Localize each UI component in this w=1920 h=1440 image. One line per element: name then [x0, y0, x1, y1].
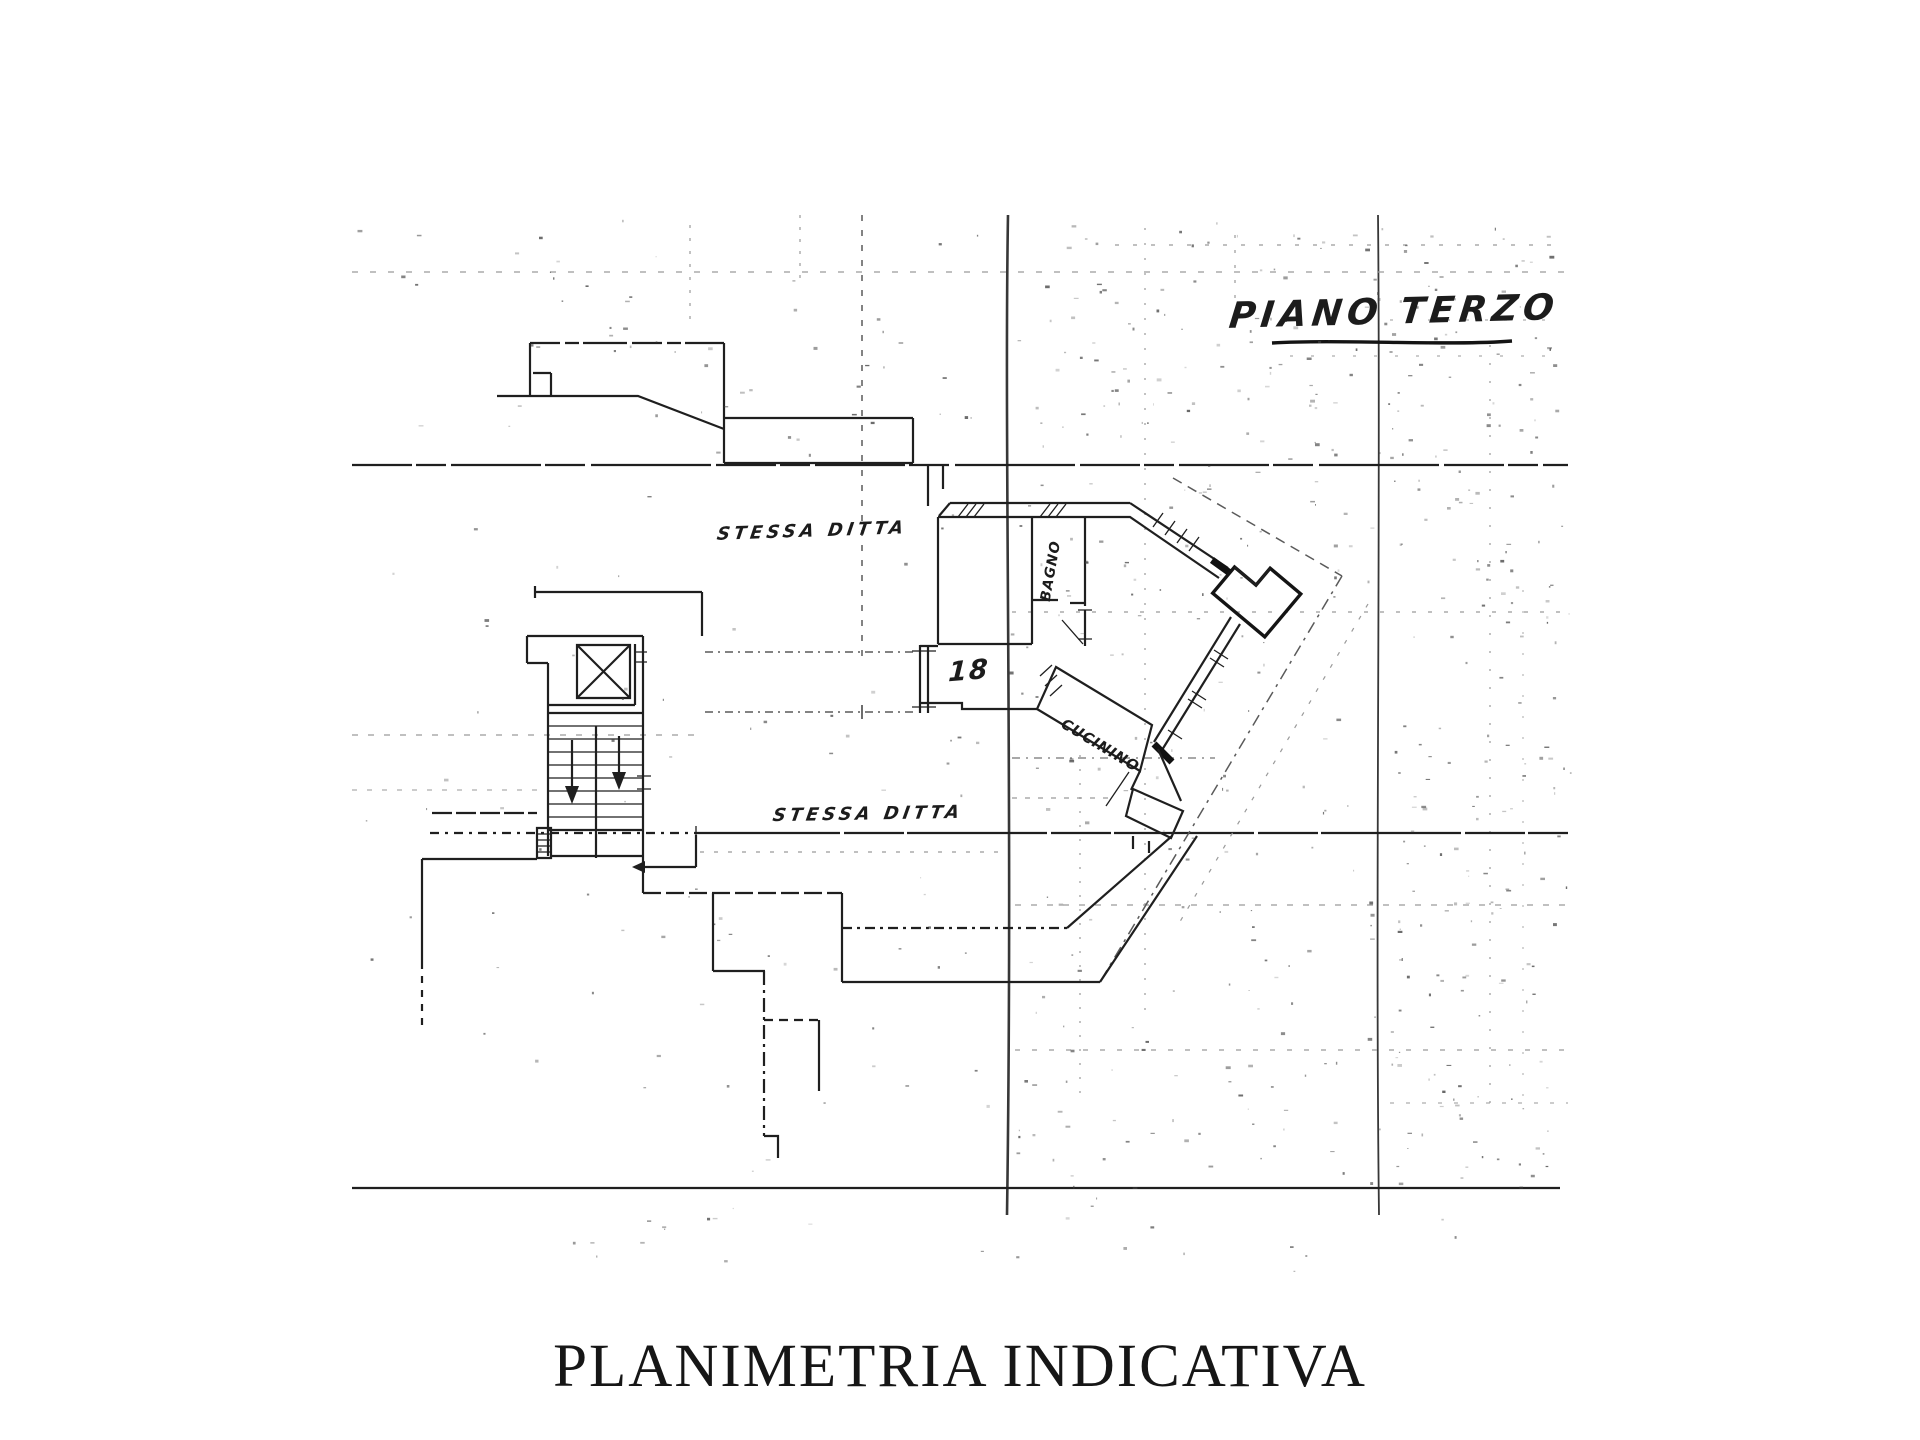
window-hatch	[957, 503, 1200, 552]
same-firm-label-lower: STESSA DITTA	[771, 801, 965, 827]
bay-protrusion	[1210, 564, 1304, 640]
site-boundary-lines	[352, 463, 1568, 1190]
floor-label: PIANO TERZO	[1226, 287, 1562, 337]
window-hatch	[1167, 649, 1229, 740]
upper-left-building-outline	[497, 341, 915, 465]
staircase	[548, 711, 643, 858]
main-room-walls	[926, 466, 1034, 646]
floor-label-underline	[1271, 339, 1513, 345]
stair-direction-arrow	[612, 772, 626, 790]
page-title: PLANIMETRIA INDICATIVA	[553, 1333, 1367, 1400]
stair-direction-arrow	[565, 786, 579, 804]
mid-left-wall	[533, 586, 704, 636]
facade-wall	[950, 501, 1233, 579]
lower-left-unit-outline	[420, 811, 1198, 1158]
scan-noise	[357, 219, 1572, 1272]
bathroom-walls	[1032, 517, 1092, 646]
wing-foot	[1124, 787, 1185, 853]
corridor-walls	[705, 644, 1038, 719]
entry-arrow	[632, 861, 645, 873]
kitchenette-walls	[1035, 664, 1183, 807]
elevator-shaft	[575, 643, 632, 700]
right-windowed-wall	[1151, 616, 1241, 765]
scan-fold-lines	[352, 214, 1568, 1216]
stair-core	[525, 634, 651, 869]
unit-number-label: 18	[947, 653, 991, 689]
